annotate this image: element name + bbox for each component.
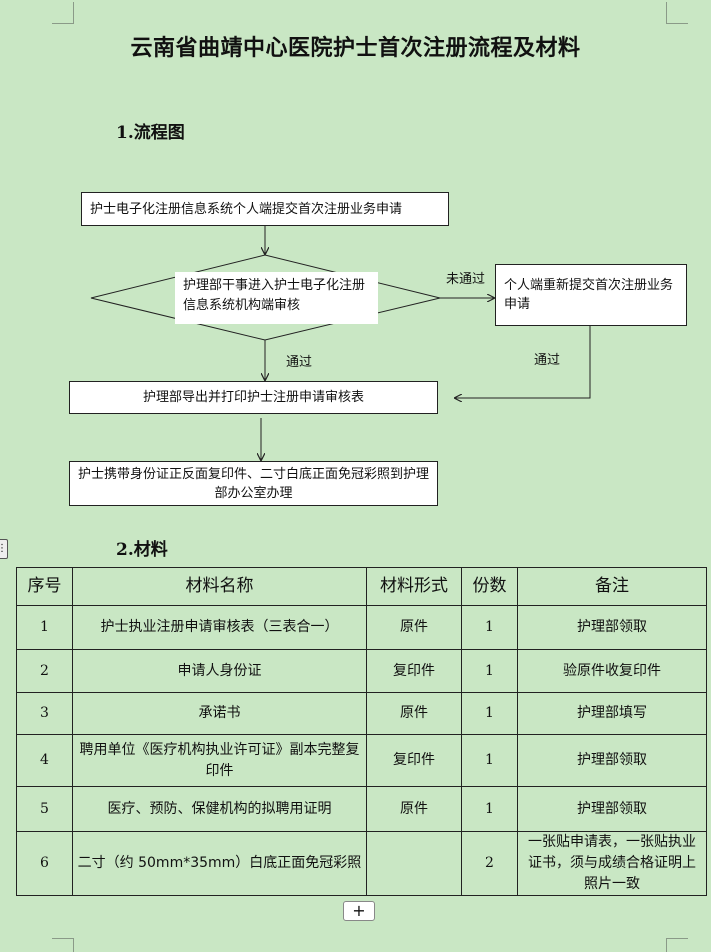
- cell-copies: 1: [461, 692, 518, 735]
- cell-remarks: 一张贴申请表，一张贴执业证书，须与成绩合格证明上照片一致: [517, 831, 707, 896]
- label-passed-review: 通过: [286, 355, 313, 370]
- flow-step-resubmit: 个人端重新提交首次注册业务申请: [495, 264, 687, 326]
- flow-step-bring-documents: 护士携带身份证正反面复印件、二寸白底正面免冠彩照到护理部办公室办理: [69, 461, 438, 506]
- cell-copies: 1: [461, 786, 518, 832]
- table-side-handle-icon[interactable]: ⋮: [0, 539, 8, 559]
- table-row: 1 护士执业注册申请审核表（三表合一） 原件 1 护理部领取: [16, 605, 707, 650]
- table-row: 5 医疗、预防、保健机构的拟聘用证明 原件 1 护理部领取: [16, 786, 707, 832]
- cell-material-form: 复印件: [366, 649, 462, 693]
- cell-remarks: 验原件收复印件: [517, 649, 707, 693]
- table-row: 3 承诺书 原件 1 护理部填写: [16, 692, 707, 735]
- cell-material-form: [366, 831, 462, 896]
- section-heading-flow: 1.流程图: [116, 123, 185, 143]
- label-not-passed: 未通过: [446, 272, 486, 287]
- flow-step-submit-application: 护士电子化注册信息系统个人端提交首次注册业务申请: [81, 192, 449, 226]
- table-header-row: 序号 材料名称 材料形式 份数 备注: [16, 567, 707, 606]
- crop-mark-bottom-right: [666, 938, 688, 952]
- cell-index: 1: [16, 605, 73, 650]
- cell-material-name: 聘用单位《医疗机构执业许可证》副本完整复印件: [72, 734, 367, 787]
- section-heading-materials: 2.材料: [116, 540, 168, 560]
- cell-material-form: 原件: [366, 605, 462, 650]
- cell-remarks: 护理部领取: [517, 786, 707, 832]
- col-header-copies: 份数: [461, 567, 518, 606]
- cell-material-form: 复印件: [366, 734, 462, 787]
- col-header-index: 序号: [16, 567, 73, 606]
- arrow-resubmit-to-print: [455, 326, 591, 398]
- col-header-material-name: 材料名称: [72, 567, 367, 606]
- cell-copies: 1: [461, 649, 518, 693]
- crop-mark-top-left: [52, 2, 74, 24]
- flow-step-review: 护理部干事进入护士电子化注册信息系统机构端审核: [175, 272, 378, 324]
- cell-remarks: 护理部填写: [517, 692, 707, 735]
- add-row-button[interactable]: +: [343, 901, 375, 921]
- cell-index: 4: [16, 734, 73, 787]
- crop-mark-top-right: [666, 2, 688, 24]
- cell-copies: 1: [461, 605, 518, 650]
- col-header-material-form: 材料形式: [366, 567, 462, 606]
- cell-copies: 2: [461, 831, 518, 896]
- document-title: 云南省曲靖中心医院护士首次注册流程及材料: [130, 35, 581, 61]
- cell-material-name: 申请人身份证: [72, 649, 367, 693]
- cell-material-name: 承诺书: [72, 692, 367, 735]
- cell-index: 5: [16, 786, 73, 832]
- materials-table: 序号 材料名称 材料形式 份数 备注 1 护士执业注册申请审核表（三表合一） 原…: [16, 567, 707, 896]
- cell-copies: 1: [461, 734, 518, 787]
- cell-material-name: 二寸（约 50mm*35mm）白底正面免冠彩照: [72, 831, 367, 896]
- table-row: 6 二寸（约 50mm*35mm）白底正面免冠彩照 2 一张贴申请表，一张贴执业…: [16, 831, 707, 896]
- cell-remarks: 护理部领取: [517, 605, 707, 650]
- label-passed-resubmit: 通过: [534, 353, 561, 368]
- cell-material-name: 医疗、预防、保健机构的拟聘用证明: [72, 786, 367, 832]
- crop-mark-bottom-left: [52, 938, 74, 952]
- cell-material-form: 原件: [366, 786, 462, 832]
- cell-material-form: 原件: [366, 692, 462, 735]
- table-row: 2 申请人身份证 复印件 1 验原件收复印件: [16, 649, 707, 693]
- cell-material-name: 护士执业注册申请审核表（三表合一）: [72, 605, 367, 650]
- cell-remarks: 护理部领取: [517, 734, 707, 787]
- cell-index: 2: [16, 649, 73, 693]
- cell-index: 3: [16, 692, 73, 735]
- col-header-remarks: 备注: [517, 567, 707, 606]
- cell-index: 6: [16, 831, 73, 896]
- flow-step-print-form: 护理部导出并打印护士注册申请审核表: [69, 381, 438, 414]
- table-row: 4 聘用单位《医疗机构执业许可证》副本完整复印件 复印件 1 护理部领取: [16, 734, 707, 787]
